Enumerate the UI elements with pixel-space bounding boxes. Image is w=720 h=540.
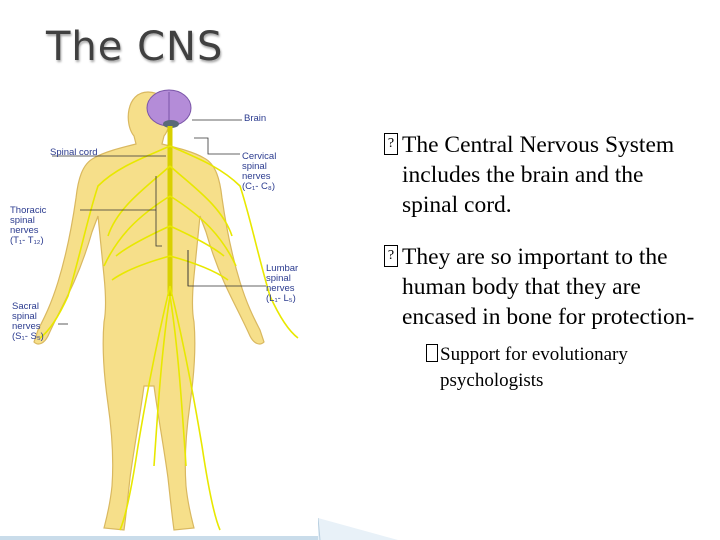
sub-bullet-text: Support for evolutionary psychologists bbox=[440, 344, 628, 391]
label-spinal-cord: Spinal cord bbox=[50, 147, 98, 158]
label-thoracic-nerves: Thoracic spinal nerves (T₁- T₁₂) bbox=[10, 205, 47, 246]
bullet-item: ? The Central Nervous System includes th… bbox=[384, 130, 704, 220]
label-cervical-nerves: Cervical spinal nerves (C₁- C₈) bbox=[242, 151, 277, 192]
slide-title: The CNS bbox=[46, 24, 224, 70]
label-brain: Brain bbox=[244, 113, 267, 124]
nervous-system-figure: Brain Spinal cord Cervical spinal nerves… bbox=[8, 86, 338, 540]
bullet-text: They are so important to the human body … bbox=[402, 244, 695, 330]
corner-decoration bbox=[318, 518, 398, 540]
missing-glyph-icon bbox=[426, 344, 438, 362]
bullet-item: ? They are so important to the human bod… bbox=[384, 242, 704, 332]
label-lumbar-nerves: Lumbar spinal nerves (L₁- L₅) bbox=[266, 263, 299, 304]
bottom-accent-strip bbox=[0, 536, 320, 540]
bullet-list: ? The Central Nervous System includes th… bbox=[384, 130, 704, 394]
missing-glyph-icon: ? bbox=[384, 133, 398, 155]
body-diagram bbox=[33, 89, 299, 531]
missing-glyph-icon: ? bbox=[384, 245, 398, 267]
bullet-text: The Central Nervous System includes the … bbox=[402, 132, 675, 218]
label-sacral-nerves: Sacral spinal nerves (S₁- S₅) bbox=[12, 301, 44, 342]
sub-bullet-item: Support for evolutionary psychologists bbox=[426, 342, 704, 394]
